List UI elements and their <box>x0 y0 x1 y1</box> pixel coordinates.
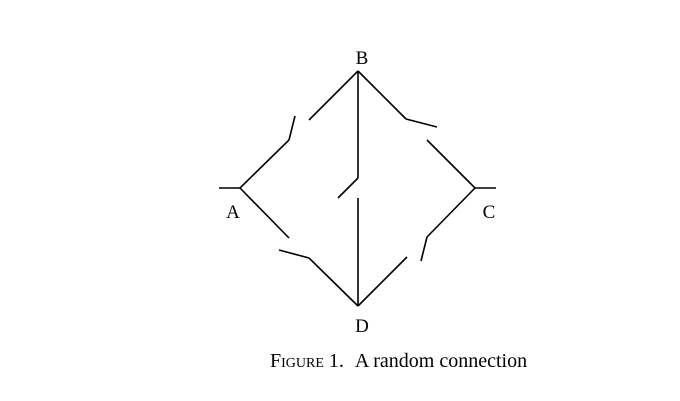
node-label-d: D <box>355 316 369 337</box>
switch-b-d-blade <box>337 177 359 199</box>
node-label-a: A <box>226 202 240 223</box>
figure-caption-label: Figure <box>270 350 324 372</box>
node-label-b: B <box>356 48 369 69</box>
edge-b-c-wire-lower <box>426 139 476 189</box>
edge-a-d-wire-upper <box>239 187 290 239</box>
edge-c-d <box>357 187 476 307</box>
node-label-c: C <box>483 202 496 223</box>
edge-b-c-wire-upper <box>357 70 407 120</box>
edge-a-d-wire-lower <box>308 257 359 307</box>
edge-a-d <box>239 187 359 307</box>
edge-a-b-wire-lower <box>239 139 290 189</box>
switch-b-c-blade <box>405 118 438 128</box>
edge-c-d-wire-lower <box>357 256 408 307</box>
edge-a-b-wire-upper <box>308 70 359 121</box>
figure-caption-text: A random connection <box>354 350 528 372</box>
edge-b-d <box>337 71 359 306</box>
switch-a-d-blade <box>278 249 310 259</box>
edge-a-b <box>239 70 359 189</box>
figure-caption-number: 1. <box>328 350 344 372</box>
edge-b-c <box>357 70 476 189</box>
edge-c-d-wire-upper <box>426 187 476 238</box>
switch-a-b-blade <box>288 115 296 141</box>
switch-c-d-blade <box>420 236 428 262</box>
